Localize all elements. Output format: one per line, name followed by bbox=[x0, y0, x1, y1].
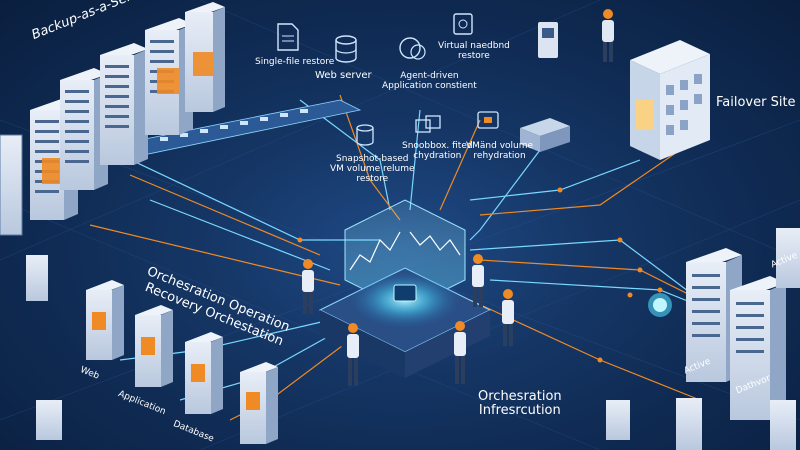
server-tower bbox=[730, 276, 786, 420]
worker-figure bbox=[502, 289, 514, 346]
vm-rehydration-icon bbox=[477, 111, 499, 129]
virtual-line1: Virtual naedbnd bbox=[438, 41, 510, 51]
orchestration-infrastructure-label: Orchesration Infresrcution bbox=[478, 389, 562, 419]
kiosk-device bbox=[538, 22, 558, 58]
virtual-line2: restore bbox=[458, 50, 490, 61]
control-platform bbox=[318, 267, 492, 378]
snapshot-line3: restore bbox=[356, 173, 389, 184]
orch-infra-line2: Infresrcution bbox=[478, 403, 561, 419]
worker-figure bbox=[472, 254, 484, 307]
failover-server-row bbox=[606, 228, 800, 450]
agent-driven-line2: Application constient bbox=[382, 80, 477, 91]
vmvolume-line2: rehydration bbox=[473, 150, 526, 161]
cable-nodes bbox=[197, 187, 663, 383]
vmvolume-line1: VMänd volume bbox=[466, 141, 534, 151]
failover-site-label: Failover Site bbox=[716, 95, 796, 110]
server-tower bbox=[776, 228, 800, 288]
server-tower bbox=[135, 305, 173, 387]
failover-site-building bbox=[630, 40, 710, 160]
server-tower bbox=[86, 280, 124, 360]
server-tower bbox=[0, 134, 23, 236]
snapshot-line2: VM volume relume bbox=[330, 163, 415, 174]
virtual-restore-icon bbox=[453, 13, 473, 35]
document-icon bbox=[277, 23, 299, 51]
brain-cloud-icon bbox=[399, 37, 426, 60]
server-tower bbox=[676, 398, 702, 450]
web-server-label: Web server bbox=[315, 70, 372, 81]
server-tower bbox=[26, 255, 48, 301]
app-server-row bbox=[26, 255, 278, 444]
virtual-restore-label: Virtual naedbnd restore bbox=[438, 41, 510, 62]
server-tower bbox=[36, 400, 62, 440]
single-file-restore-label: Single-file restore bbox=[255, 57, 335, 67]
sandbox-hydration-label: Snoobbox. fited chydration bbox=[402, 141, 473, 162]
worker-figure bbox=[302, 259, 314, 314]
vm-volume-rehydration-label: VMänd volume rehydration bbox=[466, 141, 534, 162]
snapshot-restore-label: Snapshot-based VM volume relume restore bbox=[330, 154, 415, 185]
worker-figure bbox=[347, 323, 359, 386]
server-tower bbox=[100, 43, 148, 165]
snapshot-line1: Snapshot-based bbox=[336, 154, 409, 164]
agent-driven-line1: Agent-driven bbox=[400, 71, 459, 81]
server-tower bbox=[240, 362, 278, 444]
backup-server-row bbox=[0, 2, 225, 236]
worker-figure bbox=[454, 321, 466, 384]
agent-driven-label: Agent-driven Application constient bbox=[382, 71, 477, 92]
worker-figure bbox=[602, 9, 614, 62]
storage-appliance bbox=[520, 118, 570, 152]
sandbox-icon bbox=[415, 115, 441, 133]
database-icon bbox=[335, 35, 357, 63]
server-tower bbox=[185, 2, 225, 112]
server-tower bbox=[185, 332, 223, 414]
orch-infra-line1: Orchesration bbox=[478, 389, 562, 404]
snoobox-line2: chydration bbox=[413, 150, 462, 161]
snoobox-line1: Snoobbox. fited bbox=[402, 141, 473, 151]
server-tower bbox=[606, 400, 630, 440]
snapshot-database-icon bbox=[356, 124, 374, 146]
server-tower bbox=[770, 400, 796, 450]
globe-node bbox=[648, 293, 672, 317]
